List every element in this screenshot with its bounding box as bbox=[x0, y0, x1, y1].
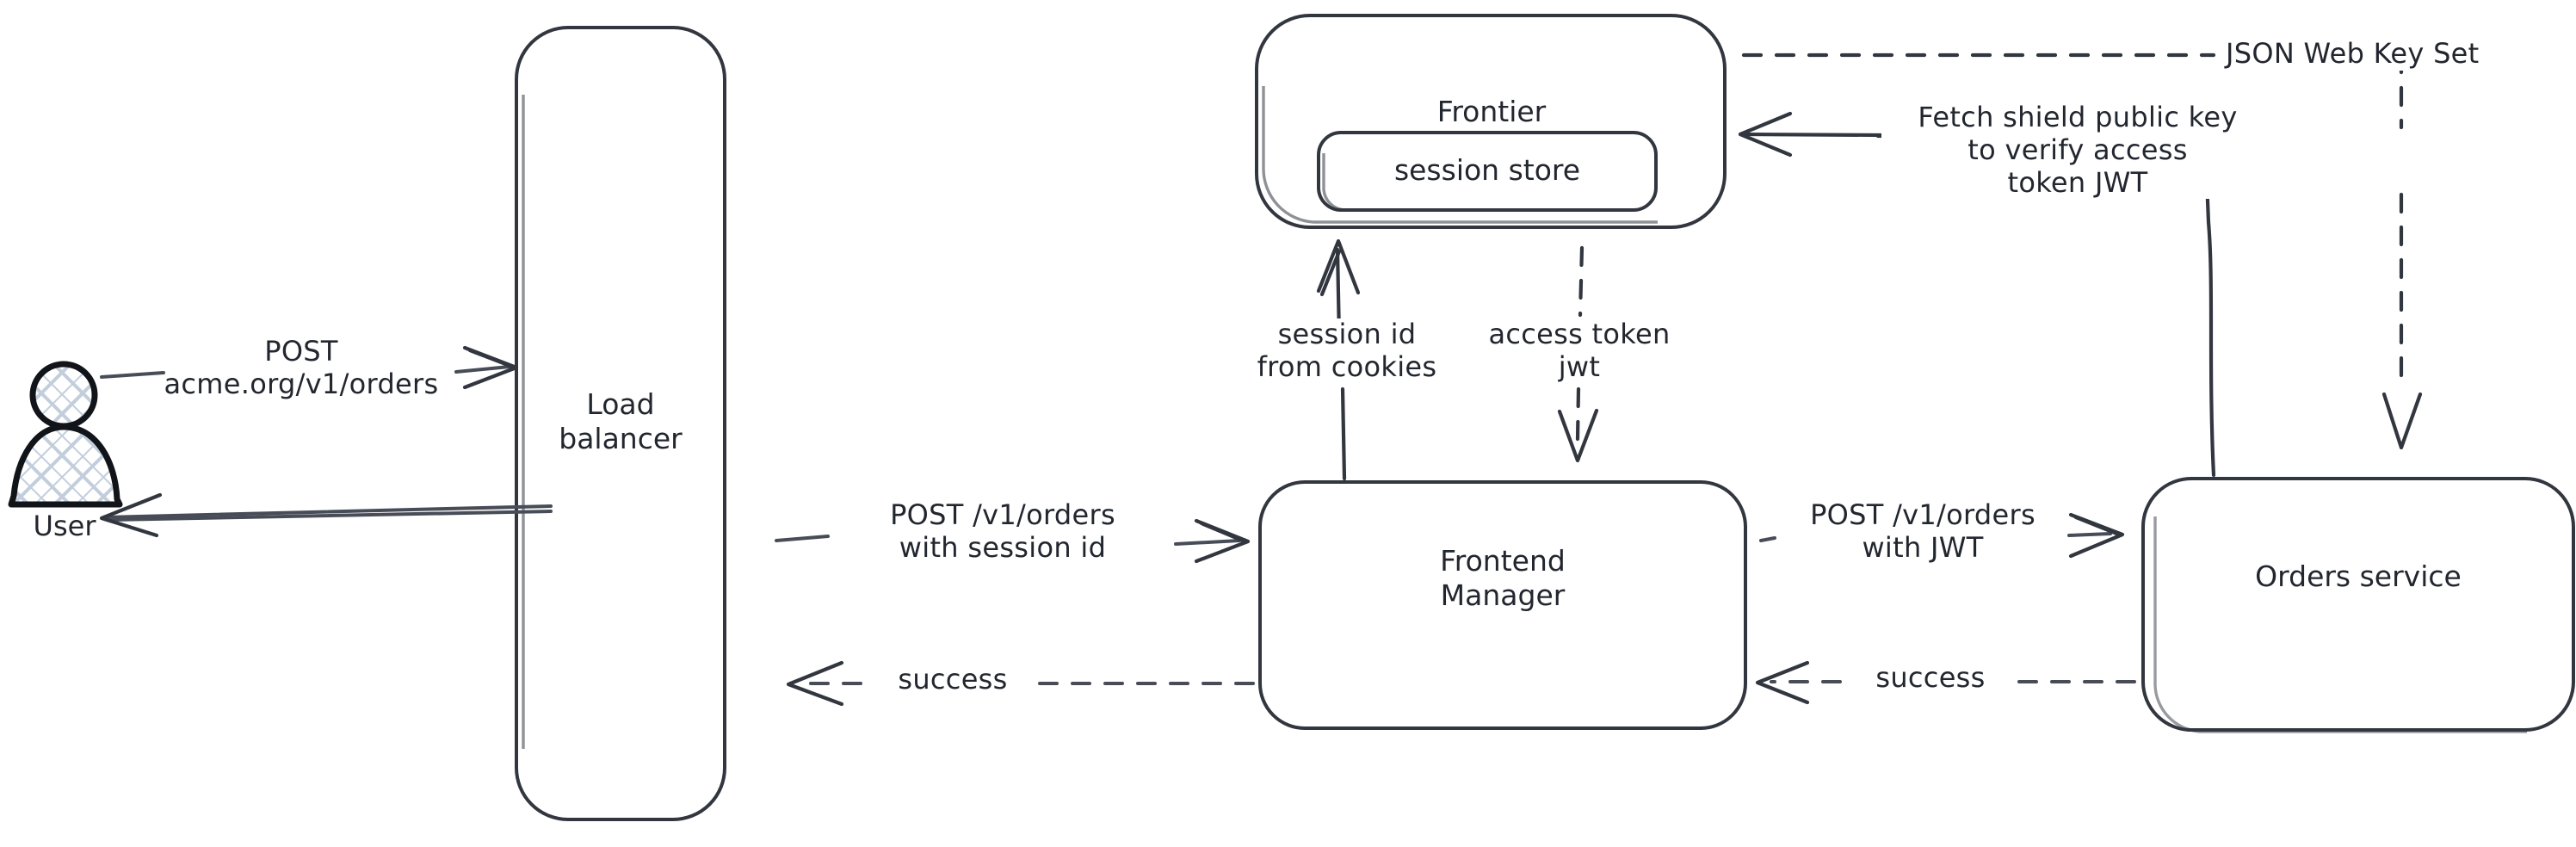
node-frontier[interactable] bbox=[1255, 14, 1727, 229]
edge-load-balancer-to-frontend-manager bbox=[775, 518, 1251, 564]
edge-label-orders-to-frontier: Fetch shield public key to verify access… bbox=[1881, 101, 2274, 200]
edge-label-fm-to-orders: POST /v1/orders with JWT bbox=[1810, 498, 2035, 564]
edge-label-fm-to-lb-success: success bbox=[871, 663, 1035, 696]
load-balancer-label: Load balancer bbox=[559, 387, 683, 455]
edge-load-balancer-to-user bbox=[99, 492, 553, 538]
edge-label-fm-to-frontier: session id from cookies bbox=[1239, 318, 1455, 384]
user-label: User bbox=[33, 510, 96, 542]
session-store-label: session store bbox=[1393, 153, 1581, 187]
node-session-store[interactable] bbox=[1317, 131, 1658, 212]
edge-label-user-to-lb: POST acme.org/v1/orders bbox=[164, 335, 439, 400]
node-orders-service[interactable] bbox=[2141, 477, 2575, 733]
orders-service-label: Orders service bbox=[2255, 560, 2462, 593]
edge-label-jwks: JSON Web Key Set bbox=[2226, 37, 2570, 71]
edge-frontend-manager-to-orders-service bbox=[1759, 512, 2125, 559]
edge-label-lb-to-fm: POST /v1/orders with session id bbox=[890, 498, 1115, 564]
edge-frontier-to-frontend-manager bbox=[1557, 245, 1599, 463]
node-load-balancer[interactable] bbox=[515, 26, 726, 821]
edge-user-to-load-balancer bbox=[100, 345, 519, 390]
frontend-manager-label: Frontend Manager bbox=[1440, 544, 1566, 612]
user-actor-icon bbox=[8, 361, 123, 508]
frontier-label: Frontier bbox=[1436, 95, 1547, 128]
edge-label-orders-to-fm-success: success bbox=[1849, 661, 2012, 695]
node-frontend-manager[interactable] bbox=[1258, 480, 1747, 730]
edge-label-frontier-to-fm: access token jwt bbox=[1472, 318, 1687, 384]
